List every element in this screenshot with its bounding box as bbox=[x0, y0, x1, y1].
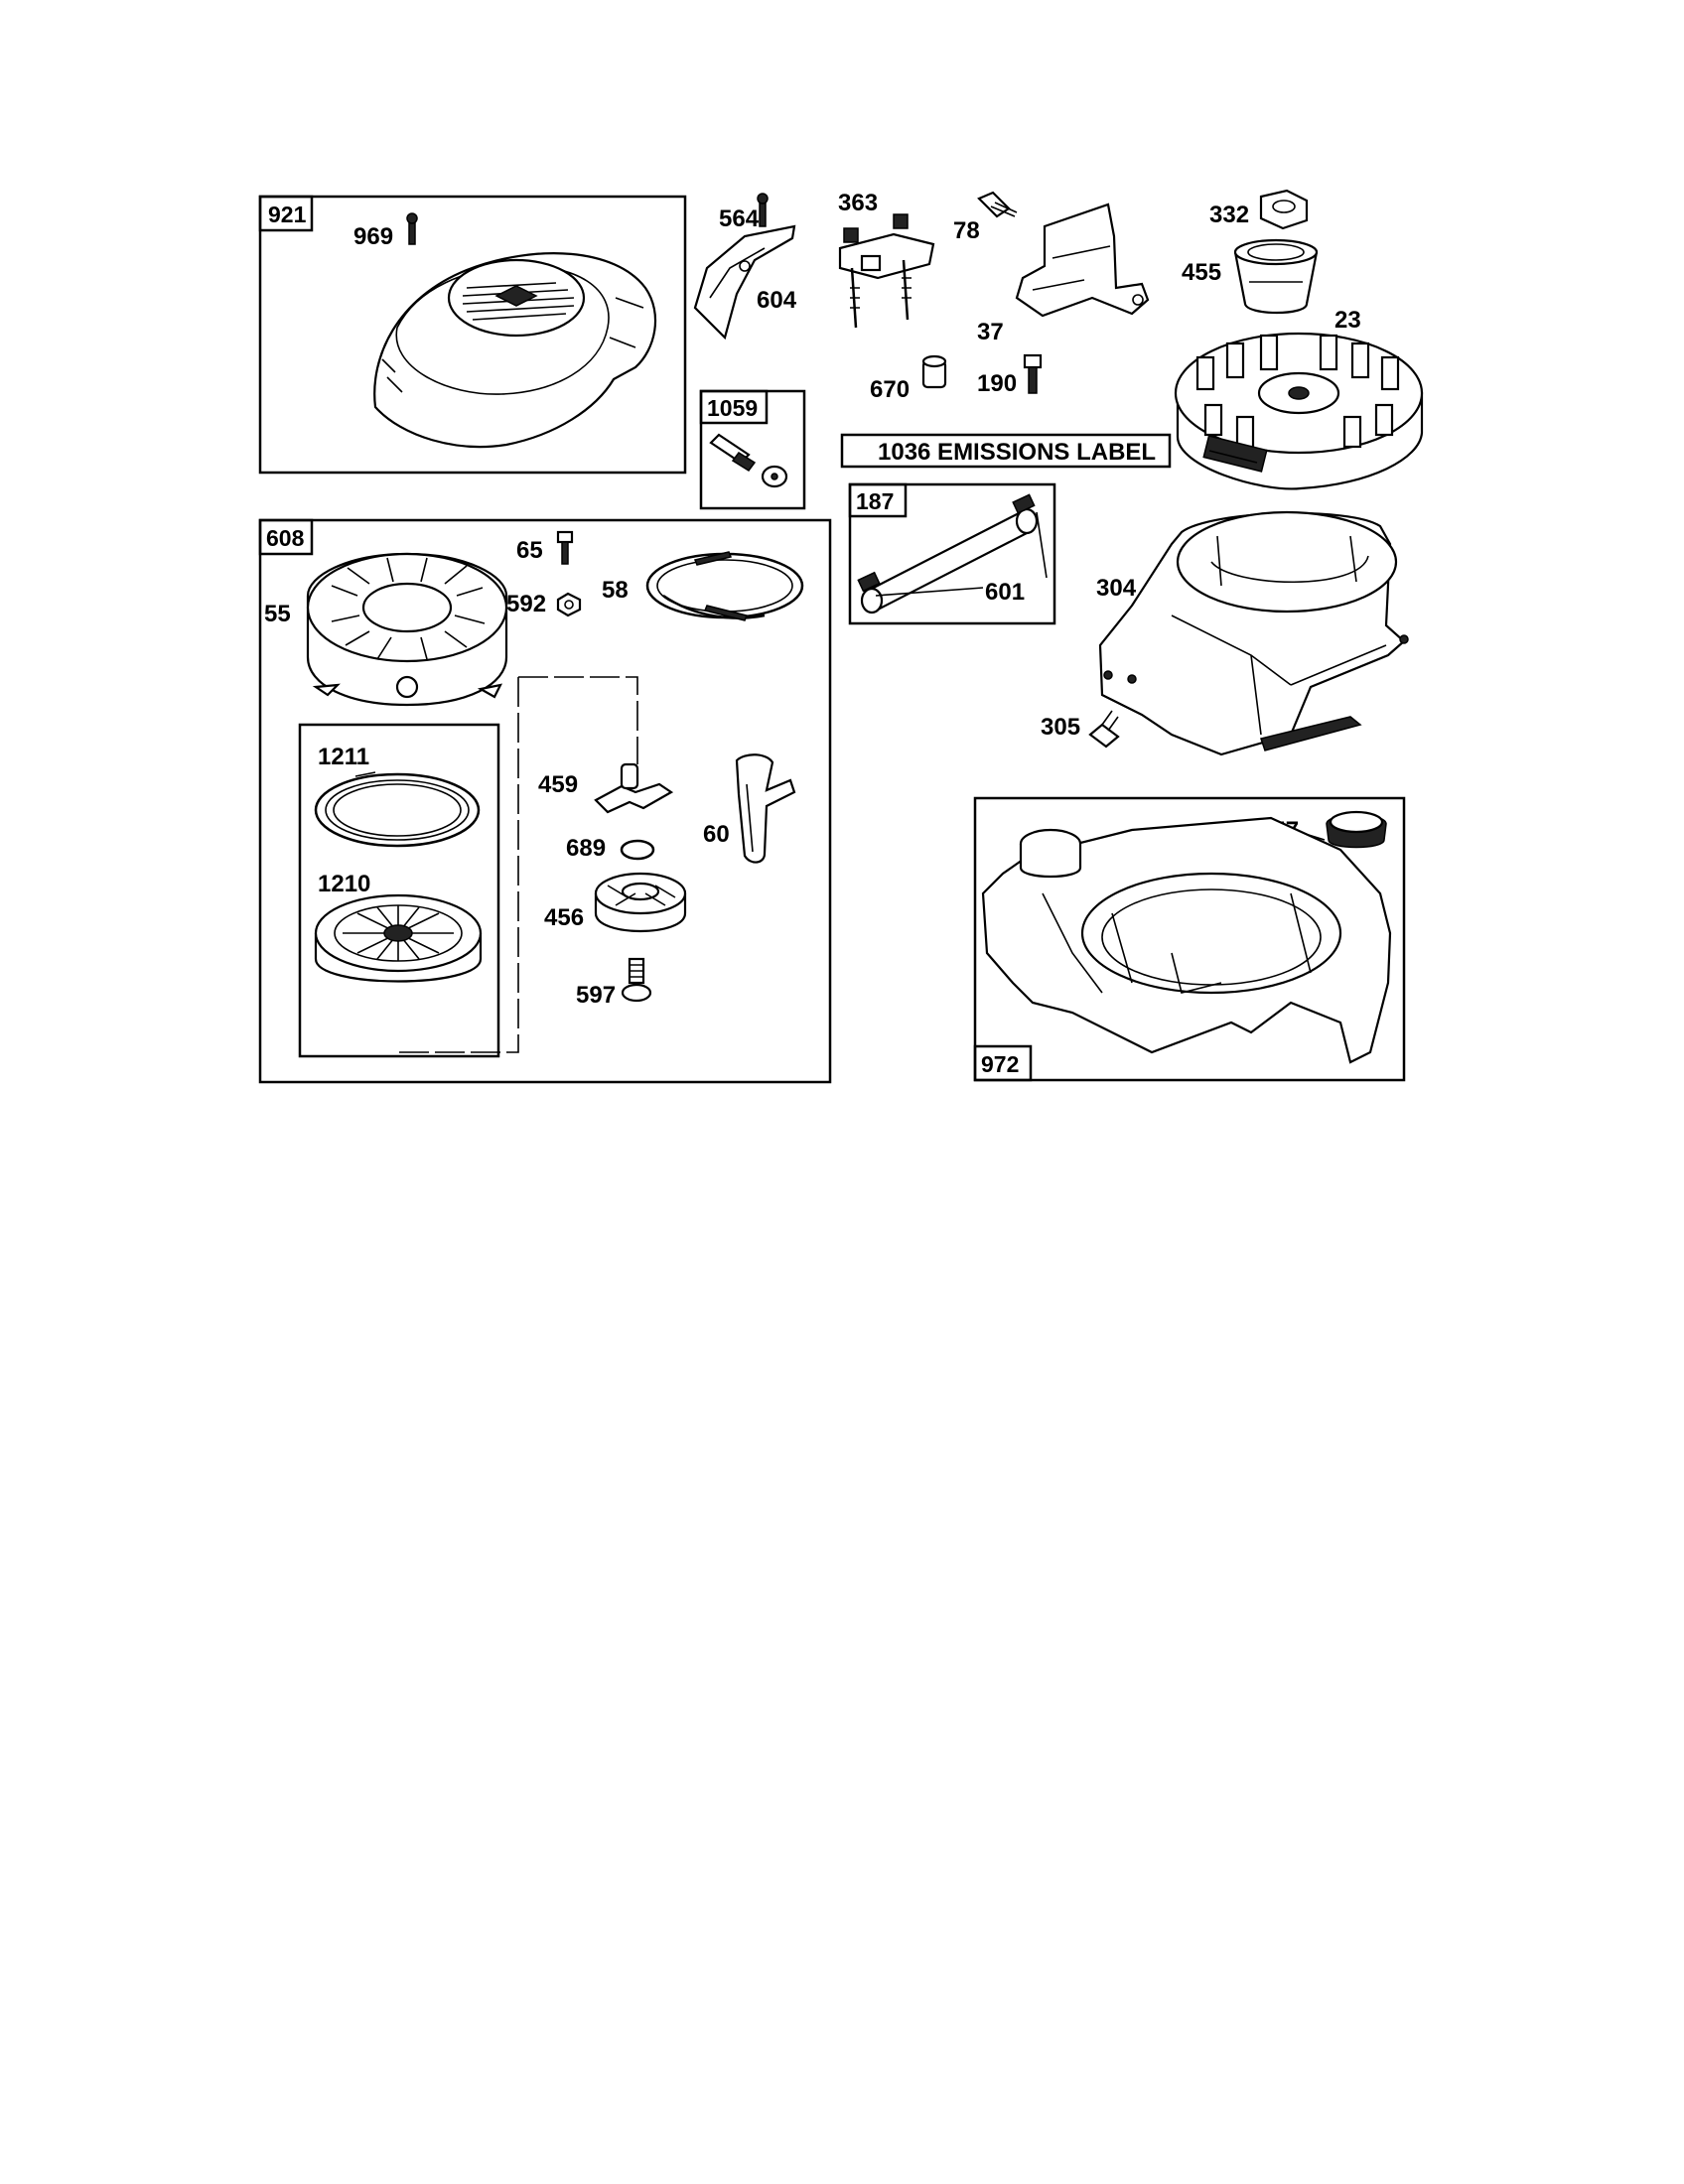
spring-1211-icon bbox=[314, 771, 481, 848]
group-flywheel: 332 455 23 bbox=[1174, 189, 1424, 490]
callout-456: 456 bbox=[544, 904, 584, 931]
callout-670: 670 bbox=[870, 376, 910, 403]
callout-23: 23 bbox=[1334, 307, 1361, 334]
dog-459-icon bbox=[594, 762, 674, 814]
group-670-190: 670 190 bbox=[870, 353, 1043, 403]
screw-597-icon bbox=[621, 957, 652, 1003]
nut-332-icon bbox=[1259, 189, 1309, 230]
callout-604: 604 bbox=[757, 287, 797, 314]
group-363: 363 78 37 bbox=[838, 190, 1150, 345]
starter-housing-55-icon bbox=[306, 552, 508, 707]
callout-332: 332 bbox=[1209, 202, 1249, 228]
shield-37-icon bbox=[1015, 203, 1150, 318]
callout-1036: 1036 EMISSIONS LABEL bbox=[878, 439, 1156, 466]
callout-304: 304 bbox=[1096, 575, 1137, 602]
nut-592-icon bbox=[556, 592, 582, 617]
callout-60: 60 bbox=[703, 821, 730, 848]
clip-689-icon bbox=[620, 839, 655, 861]
screw-65-icon bbox=[556, 530, 574, 565]
bracket-363-icon bbox=[838, 213, 935, 329]
callout-190: 190 bbox=[977, 370, 1017, 397]
handle-60-icon bbox=[735, 753, 796, 864]
screw-78-icon bbox=[977, 191, 1018, 218]
callout-689: 689 bbox=[566, 835, 606, 862]
callout-455: 455 bbox=[1182, 259, 1221, 286]
fuel-line-187-icon bbox=[857, 493, 1039, 614]
callout-363: 363 bbox=[838, 190, 878, 216]
group-608: 608 65 592 58 55 bbox=[258, 518, 832, 1084]
callout-597: 597 bbox=[576, 982, 616, 1009]
callout-592: 592 bbox=[506, 591, 546, 617]
spacer-670-icon bbox=[921, 354, 947, 389]
callout-1211: 1211 bbox=[318, 744, 369, 770]
group-187: 187 601 bbox=[848, 482, 1056, 625]
fuel-cap-957-icon bbox=[1298, 810, 1387, 849]
blower-housing-304-icon bbox=[1098, 510, 1409, 756]
group-304: 304 305 bbox=[1041, 510, 1409, 756]
group-1059: 1059 bbox=[699, 389, 806, 510]
subgroup-1211-1210: 1211 1210 bbox=[298, 723, 500, 1058]
pulley-1210-icon bbox=[314, 893, 483, 983]
cup-456-icon bbox=[594, 872, 687, 933]
screw-305-icon bbox=[1088, 710, 1120, 749]
callout-459: 459 bbox=[538, 771, 578, 798]
group-921: 921 969 bbox=[258, 195, 687, 475]
callout-78: 78 bbox=[953, 217, 980, 244]
callout-1210: 1210 bbox=[318, 871, 370, 897]
bolt-1059-icon bbox=[709, 433, 788, 488]
callout-37: 37 bbox=[977, 319, 1004, 345]
callout-65: 65 bbox=[516, 537, 543, 564]
callout-921: 921 bbox=[268, 202, 307, 227]
flywheel-23-icon bbox=[1174, 332, 1424, 490]
guard-604-icon bbox=[693, 224, 796, 341]
screw-564-icon bbox=[757, 193, 769, 227]
callout-564: 564 bbox=[719, 205, 760, 232]
engine-cover-icon bbox=[373, 252, 657, 449]
callout-972: 972 bbox=[981, 1051, 1019, 1077]
callout-55: 55 bbox=[264, 601, 291, 627]
group-972: 972 957 bbox=[973, 796, 1406, 1082]
cup-455-icon bbox=[1233, 238, 1319, 315]
screw-190-icon bbox=[1023, 353, 1043, 394]
callout-58: 58 bbox=[602, 577, 629, 604]
callout-601: 601 bbox=[985, 579, 1025, 606]
group-604: 564 604 bbox=[693, 193, 797, 341]
callout-1059: 1059 bbox=[707, 395, 758, 421]
fuel-tank-972-icon bbox=[981, 816, 1392, 1064]
callout-608: 608 bbox=[266, 525, 305, 551]
emissions-label-1036: 1036 EMISSIONS LABEL bbox=[840, 433, 1172, 469]
callout-187: 187 bbox=[856, 488, 894, 514]
callout-305: 305 bbox=[1041, 714, 1080, 741]
screw-969-icon bbox=[406, 212, 418, 245]
rope-58-icon bbox=[645, 551, 804, 621]
callout-969: 969 bbox=[353, 223, 393, 250]
